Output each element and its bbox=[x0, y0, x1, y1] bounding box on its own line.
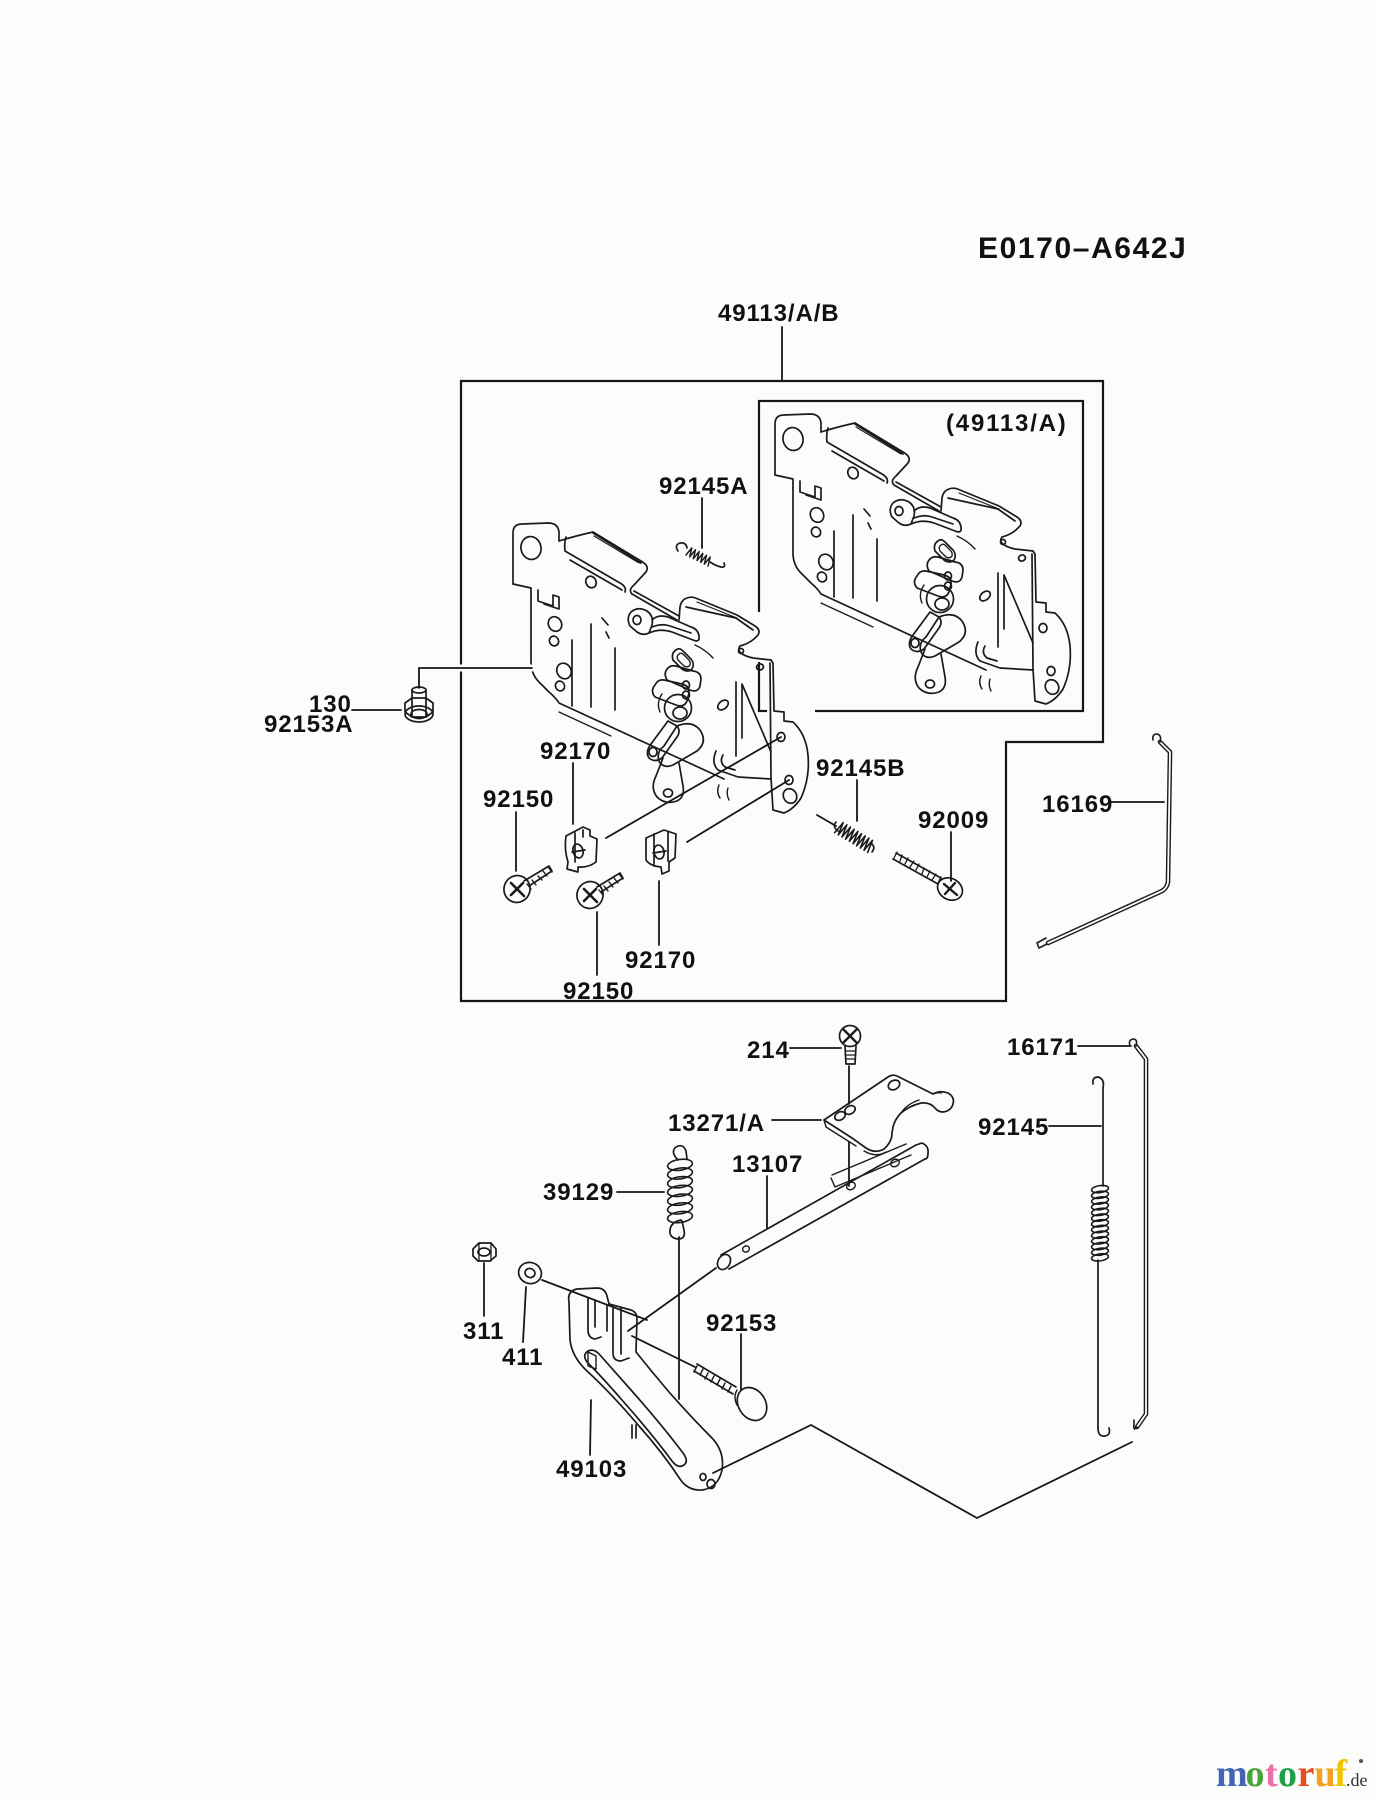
svg-text:39129: 39129 bbox=[543, 1179, 614, 1206]
svg-text:f: f bbox=[1335, 1753, 1349, 1795]
svg-text:411: 411 bbox=[502, 1344, 543, 1371]
svg-text:o: o bbox=[1246, 1753, 1265, 1795]
svg-text:92150: 92150 bbox=[563, 978, 634, 1005]
svg-text:o: o bbox=[1278, 1753, 1297, 1795]
svg-text:92145A: 92145A bbox=[659, 473, 748, 500]
svg-text:t: t bbox=[1265, 1753, 1278, 1795]
svg-text:92153: 92153 bbox=[706, 1310, 777, 1337]
svg-text:49113/A/B: 49113/A/B bbox=[718, 300, 840, 327]
svg-text:92150: 92150 bbox=[483, 786, 554, 813]
svg-text:49103: 49103 bbox=[556, 1456, 627, 1483]
svg-text:92145B: 92145B bbox=[816, 755, 905, 782]
svg-text:92153A: 92153A bbox=[264, 711, 353, 738]
svg-text:92170: 92170 bbox=[540, 738, 611, 765]
svg-text:u: u bbox=[1315, 1753, 1336, 1795]
svg-text:16171: 16171 bbox=[1007, 1034, 1078, 1061]
svg-text:92145: 92145 bbox=[978, 1114, 1049, 1141]
svg-text:16169: 16169 bbox=[1042, 791, 1113, 818]
svg-text:214: 214 bbox=[747, 1037, 790, 1064]
svg-text:m: m bbox=[1216, 1753, 1248, 1795]
svg-text:r: r bbox=[1298, 1753, 1315, 1795]
svg-text:92170: 92170 bbox=[625, 947, 696, 974]
svg-text:130: 130 bbox=[309, 691, 352, 718]
svg-text:(49113/A): (49113/A) bbox=[946, 410, 1068, 437]
svg-text:311: 311 bbox=[463, 1318, 504, 1345]
svg-text:92009: 92009 bbox=[918, 807, 989, 834]
svg-text:.de: .de bbox=[1346, 1770, 1368, 1790]
svg-text:13107: 13107 bbox=[732, 1151, 803, 1178]
svg-text:13271/A: 13271/A bbox=[668, 1110, 765, 1137]
svg-text:E0170–A642J: E0170–A642J bbox=[978, 232, 1187, 265]
